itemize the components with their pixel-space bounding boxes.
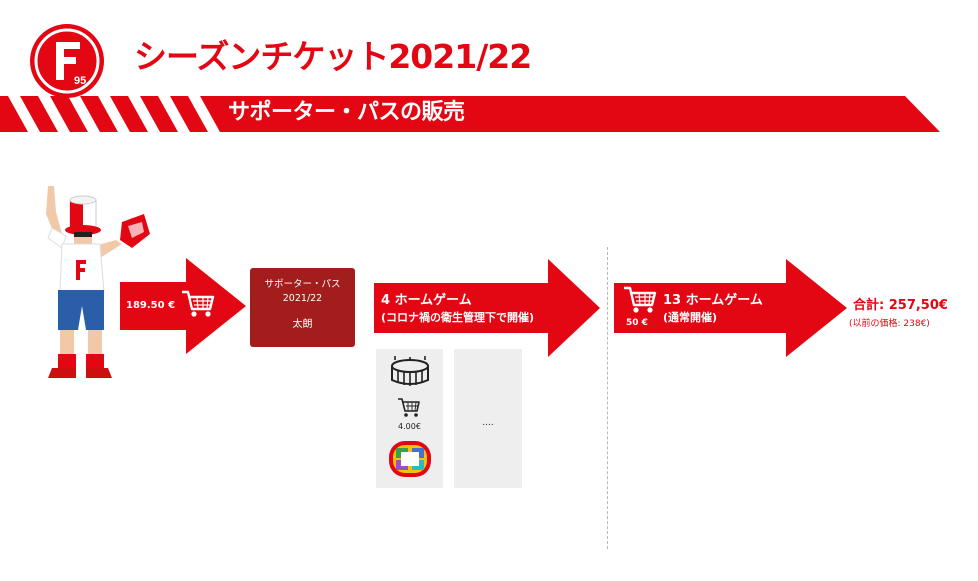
fan-illustration bbox=[46, 186, 150, 378]
supporter-pass-card: サポーター・パス 2021/22 太朗 bbox=[250, 268, 355, 347]
page-title: シーズンチケット2021/22 bbox=[134, 37, 532, 76]
more-games-ellipsis: .... bbox=[482, 418, 494, 428]
total-price: 合計: 257,50€ bbox=[853, 298, 948, 313]
pass-card-holder: 太朗 bbox=[292, 319, 313, 330]
pass-price: 189.50 € bbox=[126, 300, 176, 311]
restricted-games-title: 4 ホームゲーム bbox=[381, 293, 472, 308]
stadium-icon bbox=[391, 356, 429, 386]
shopping-cart-icon bbox=[398, 398, 420, 417]
regular-games-price: 50 € bbox=[626, 318, 648, 328]
regular-games-arrow bbox=[614, 259, 847, 357]
pass-card-title: サポーター・パス bbox=[264, 279, 341, 290]
purchase-arrow bbox=[120, 258, 246, 354]
single-game-price: 4.00€ bbox=[398, 422, 421, 431]
header-banner bbox=[0, 96, 940, 132]
more-games-card bbox=[454, 349, 522, 488]
regular-games-title: 13 ホームゲーム bbox=[663, 293, 763, 308]
restricted-games-arrow bbox=[374, 259, 600, 357]
page-subtitle: サポーター・パスの販売 bbox=[228, 100, 465, 125]
restricted-games-subtitle: (コロナ禍の衛生管理下で開催) bbox=[381, 311, 535, 324]
logo-number: 95 bbox=[74, 75, 86, 87]
shopping-cart-icon bbox=[182, 290, 215, 317]
shopping-cart-icon bbox=[624, 286, 657, 313]
club-logo: 95 bbox=[30, 24, 104, 98]
pass-card-season: 2021/22 bbox=[282, 293, 323, 304]
section-divider bbox=[607, 247, 608, 549]
previous-price: (以前の価格: 238€) bbox=[849, 319, 930, 329]
seat-map-icon bbox=[389, 441, 431, 477]
regular-games-subtitle: (通常開催) bbox=[663, 311, 718, 324]
